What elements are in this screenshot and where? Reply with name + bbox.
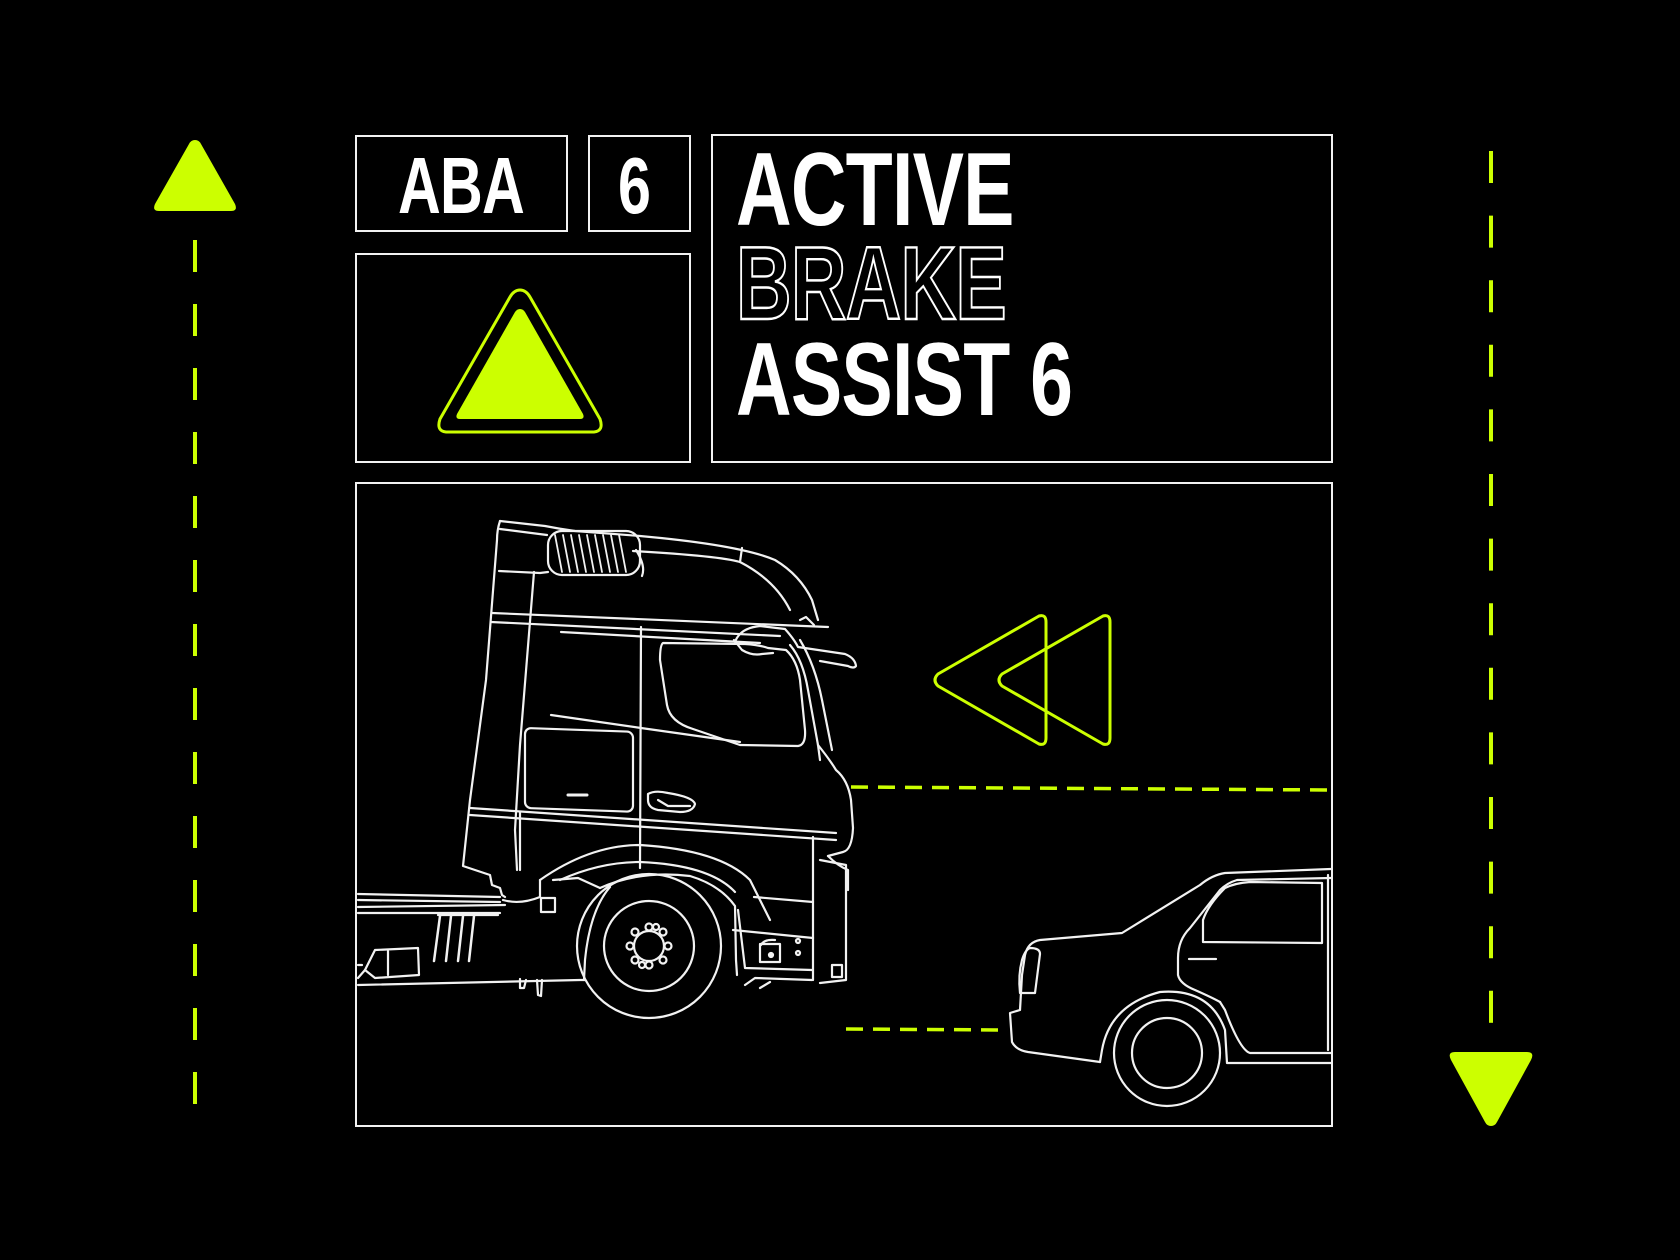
- badge-code-box: [355, 135, 568, 232]
- title-box: [711, 134, 1333, 463]
- warning-triangle-icon: [437, 288, 603, 434]
- title-line-active: ACTIVE: [736, 132, 1015, 248]
- truck-illustration: [356, 519, 858, 1020]
- arrow-up-icon: [154, 140, 236, 211]
- warning-box: [355, 253, 691, 463]
- title-line-brake: BRAKE: [735, 226, 1007, 342]
- radar-beam-lower: [845, 1027, 1009, 1032]
- badge-version-label: 6: [618, 141, 651, 230]
- illustration-box: [355, 482, 1333, 1127]
- title-line-assist: ASSIST 6: [736, 322, 1073, 438]
- car-illustration: [1008, 867, 1333, 1108]
- badge-code-label: ABA: [398, 141, 525, 230]
- radar-beam-upper: [850, 785, 1332, 792]
- double-chevron-left-icon: [933, 614, 1112, 746]
- badge-version-box: [588, 135, 691, 232]
- arrow-down-icon: [1449, 1052, 1533, 1126]
